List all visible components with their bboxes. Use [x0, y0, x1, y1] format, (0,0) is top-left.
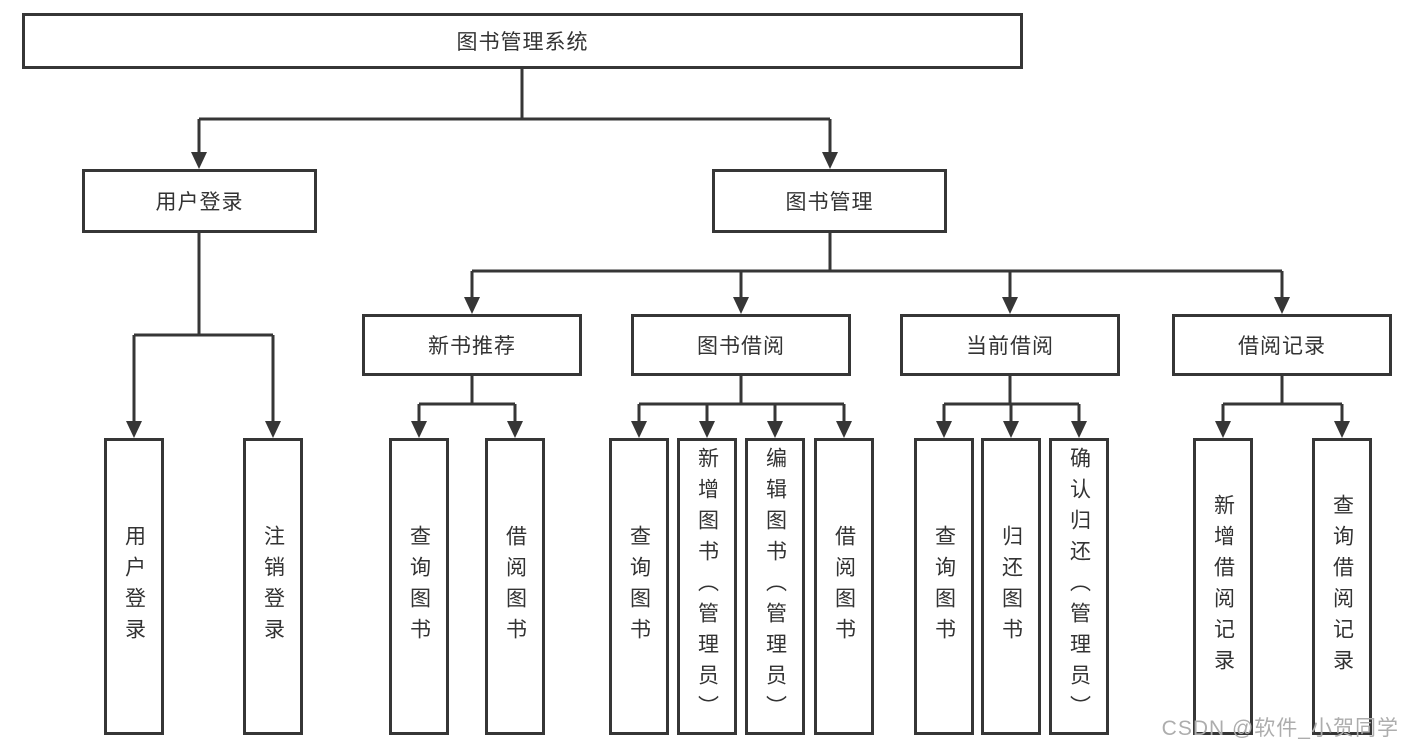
node-leaf-return-books-label: 归还图书	[999, 524, 1023, 649]
node-leaf-user-login: 用户登录	[104, 438, 164, 735]
node-leaf-add-books-admin: 新增图书（管理员）	[677, 438, 737, 735]
node-leaf-add-borrow-record-label: 新增借阅记录	[1211, 493, 1235, 680]
node-book-borrowing: 图书借阅	[631, 314, 851, 376]
node-book-management: 图书管理	[712, 169, 947, 233]
node-leaf-add-borrow-record: 新增借阅记录	[1193, 438, 1253, 735]
node-leaf-confirm-return-admin-label: 确认归还（管理员）	[1067, 447, 1091, 726]
node-leaf-borrow-books-2: 借阅图书	[814, 438, 874, 735]
node-leaf-add-books-admin-label: 新增图书（管理员）	[695, 447, 719, 726]
node-leaf-query-books-1: 查询图书	[389, 438, 449, 735]
watermark: CSDN @软件_小贺同学	[1161, 717, 1399, 740]
node-leaf-query-borrow-record-label: 查询借阅记录	[1330, 493, 1354, 680]
node-leaf-borrow-books-1-label: 借阅图书	[503, 524, 527, 649]
node-leaf-borrow-books-1: 借阅图书	[485, 438, 545, 735]
node-leaf-confirm-return-admin: 确认归还（管理员）	[1049, 438, 1109, 735]
node-leaf-query-books-2: 查询图书	[609, 438, 669, 735]
node-leaf-query-books-2-label: 查询图书	[627, 524, 651, 649]
node-leaf-query-borrow-record: 查询借阅记录	[1312, 438, 1372, 735]
node-leaf-return-books: 归还图书	[981, 438, 1041, 735]
node-borrowing-records: 借阅记录	[1172, 314, 1392, 376]
node-current-borrowing: 当前借阅	[900, 314, 1120, 376]
node-user-login: 用户登录	[82, 169, 317, 233]
node-leaf-borrow-books-2-label: 借阅图书	[832, 524, 856, 649]
node-leaf-edit-books-admin: 编辑图书（管理员）	[745, 438, 805, 735]
node-leaf-edit-books-admin-label: 编辑图书（管理员）	[763, 447, 787, 726]
node-leaf-query-books-3-label: 查询图书	[932, 524, 956, 649]
node-new-book-recommendation: 新书推荐	[362, 314, 582, 376]
node-library-management-system: 图书管理系统	[22, 13, 1023, 69]
node-leaf-query-books-3: 查询图书	[914, 438, 974, 735]
node-leaf-logout-label: 注销登录	[261, 524, 285, 649]
node-leaf-user-login-label: 用户登录	[122, 524, 146, 649]
node-leaf-query-books-1-label: 查询图书	[407, 524, 431, 649]
node-leaf-logout: 注销登录	[243, 438, 303, 735]
